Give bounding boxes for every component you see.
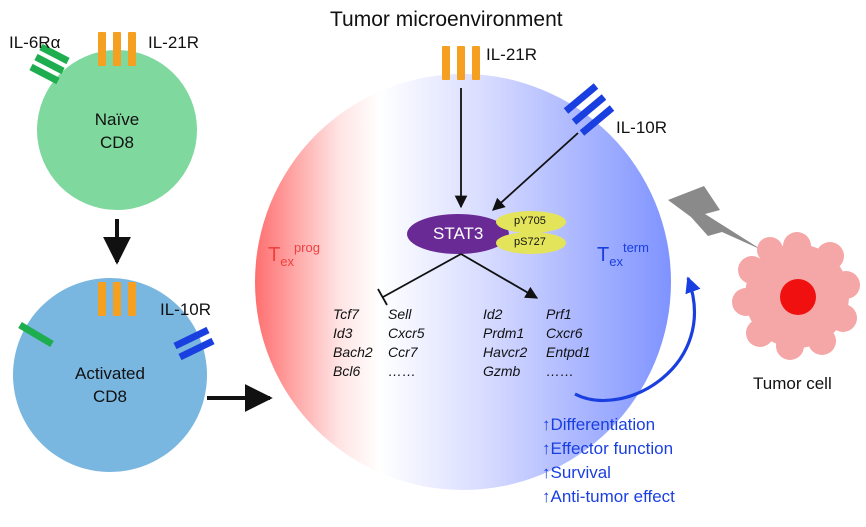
il10r-activated-label: IL-10R [160, 300, 212, 319]
py705-node [496, 211, 566, 233]
tex-prog-sup: prog [293, 240, 320, 255]
gene-item: Entpd1 [546, 344, 591, 360]
feedback-curve-arrow [574, 276, 701, 403]
tex-term-main: T [597, 244, 610, 266]
gene-item: Sell [388, 306, 412, 322]
genes-prog-col1: Tcf7 Id3 Bach2 Bcl6 [333, 305, 373, 381]
ps727-label: pS727 [514, 236, 546, 248]
effect-item: ↑Differentiation [542, 415, 656, 434]
stat3-node [407, 214, 509, 254]
naive-cd8-cell [37, 50, 197, 210]
tumor-nucleus [780, 279, 816, 315]
il10r-tme-label: IL-10R [616, 118, 668, 137]
activated-line2: CD8 [92, 387, 127, 406]
il21r-tme-receptor [442, 46, 480, 80]
il6ra-activated-receptor [18, 321, 54, 348]
gene-item: Tcf7 [333, 306, 359, 322]
il21r-activated-receptor [98, 282, 136, 316]
gene-item: Bach2 [333, 344, 373, 360]
il21r-naive-label: IL-21R [148, 33, 200, 52]
il21r-naive-receptor [98, 32, 136, 66]
il6ra-receptor [29, 43, 70, 85]
tme-circle [255, 74, 671, 490]
il21r-tme-label: IL-21R [486, 45, 538, 64]
arrow-il10r-to-stat3 [492, 132, 579, 211]
gene-item: Id2 [483, 306, 503, 322]
gene-item: Cxcr6 [546, 325, 583, 341]
genes-prog-col2: Sell Cxcr5 Ccr7 …… [388, 305, 425, 381]
stat3-label: STAT3 [433, 224, 484, 243]
inhibit-bar-prog [377, 288, 388, 306]
il10r-tme-receptor [563, 83, 615, 136]
py705-label: pY705 [514, 215, 546, 227]
genes-term-col1: Id2 Prdm1 Havcr2 Gzmb [483, 305, 527, 381]
gene-item: Bcl6 [333, 363, 361, 379]
gene-item: …… [388, 363, 416, 379]
gene-item: Prdm1 [483, 325, 525, 341]
gene-item: Id3 [333, 325, 353, 341]
arrow-to-term-genes [460, 253, 539, 299]
ps727-node [496, 232, 566, 254]
naive-cd8-label: Naïve CD8 [77, 108, 157, 154]
activated-cd8-label: Activated CD8 [60, 362, 160, 408]
gene-item: Prf1 [546, 306, 572, 322]
gene-item: Havcr2 [483, 344, 528, 360]
effect-item: ↑Survival [542, 463, 611, 482]
inhibit-line-prog [382, 253, 462, 298]
gene-item: Ccr7 [388, 344, 418, 360]
tex-prog-sub: ex [280, 254, 294, 269]
tex-prog-label: Texprog [268, 240, 320, 269]
effects-list: ↑Differentiation ↑Effector function ↑Sur… [542, 413, 675, 509]
lightning-bolt-icon [668, 186, 762, 250]
diagram-title: Tumor microenvironment [330, 8, 563, 31]
activated-cd8-cell [13, 278, 207, 472]
tumor-cell-label: Tumor cell [753, 374, 832, 393]
gene-item: …… [546, 363, 574, 379]
tex-term-label: Texterm [597, 240, 649, 269]
il10r-activated-receptor [173, 326, 215, 361]
naive-line2: CD8 [99, 133, 134, 152]
tex-term-sup: term [622, 240, 649, 255]
effect-item: ↑Anti-tumor effect [542, 487, 675, 506]
activated-line1: Activated [75, 364, 145, 383]
tex-prog-main: T [268, 244, 281, 266]
effect-item: ↑Effector function [542, 439, 674, 458]
tex-term-sub: ex [609, 254, 623, 269]
naive-line1: Naïve [94, 110, 140, 129]
genes-term-col2: Prf1 Cxcr6 Entpd1 …… [546, 305, 590, 381]
il6ra-label: IL-6Rα [9, 33, 61, 52]
gene-item: Gzmb [483, 363, 521, 379]
gene-item: Cxcr5 [388, 325, 425, 341]
